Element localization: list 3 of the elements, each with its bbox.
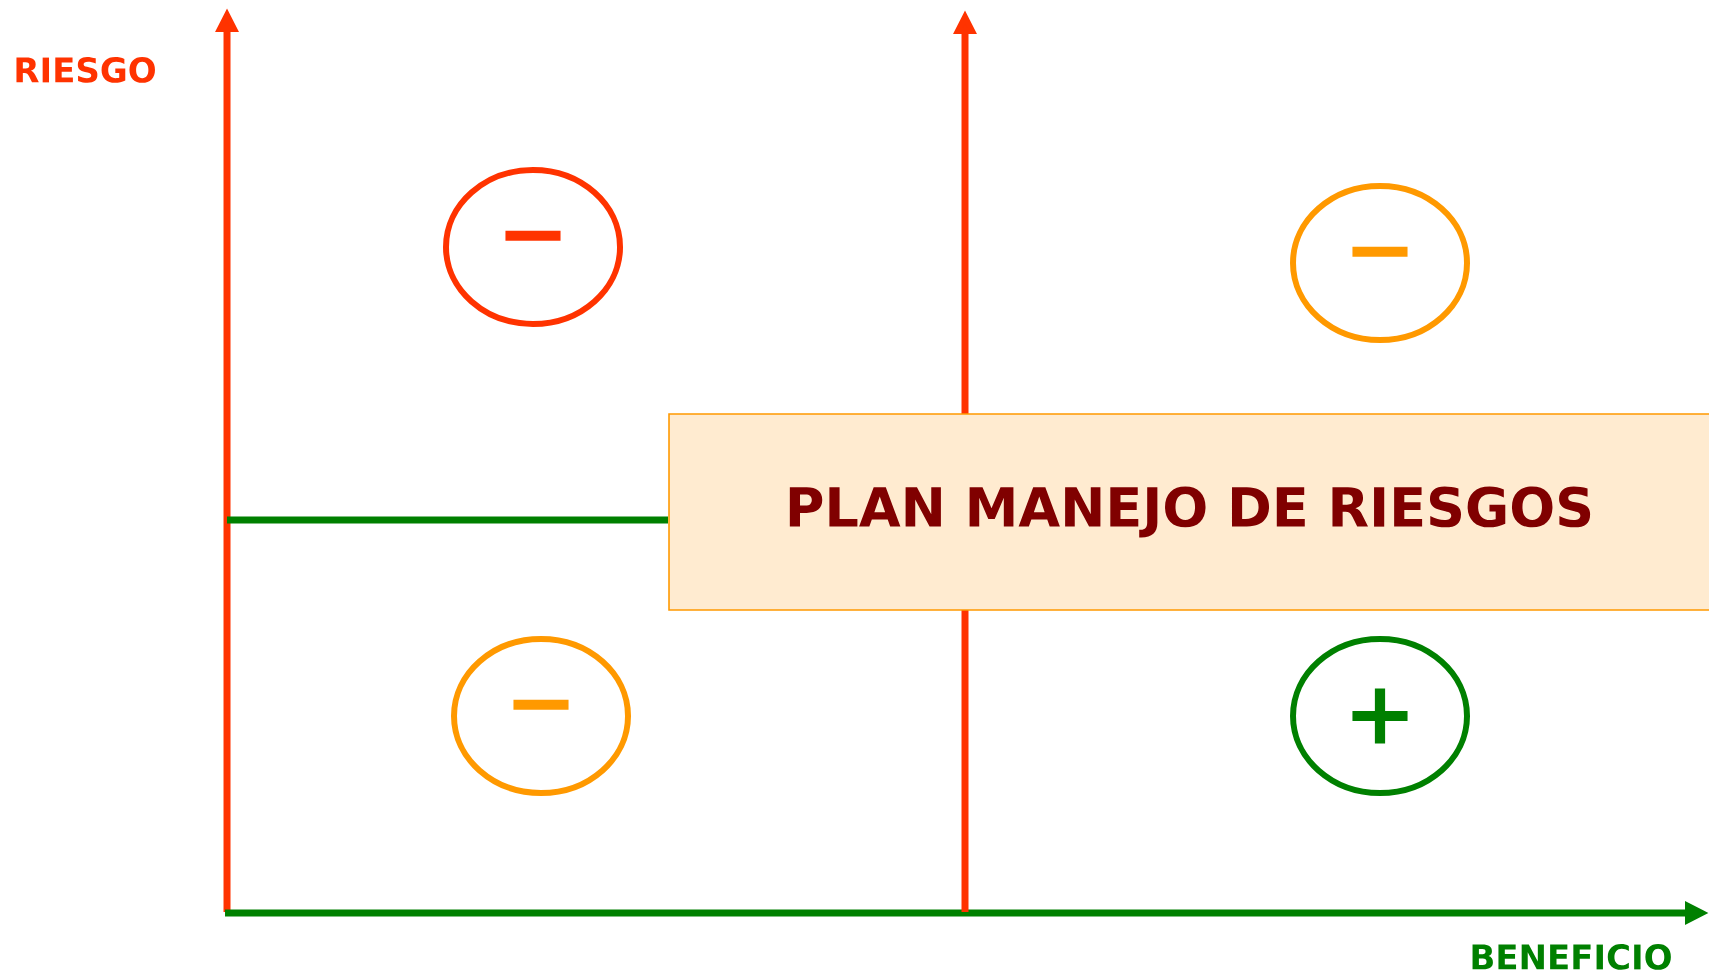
- axis-label: BENEFICIO: [1472, 944, 1671, 970]
- plan-band: PLAN MANEJO DE RIESGOS: [668, 413, 1709, 611]
- axis-label: RIESGO: [16, 57, 155, 83]
